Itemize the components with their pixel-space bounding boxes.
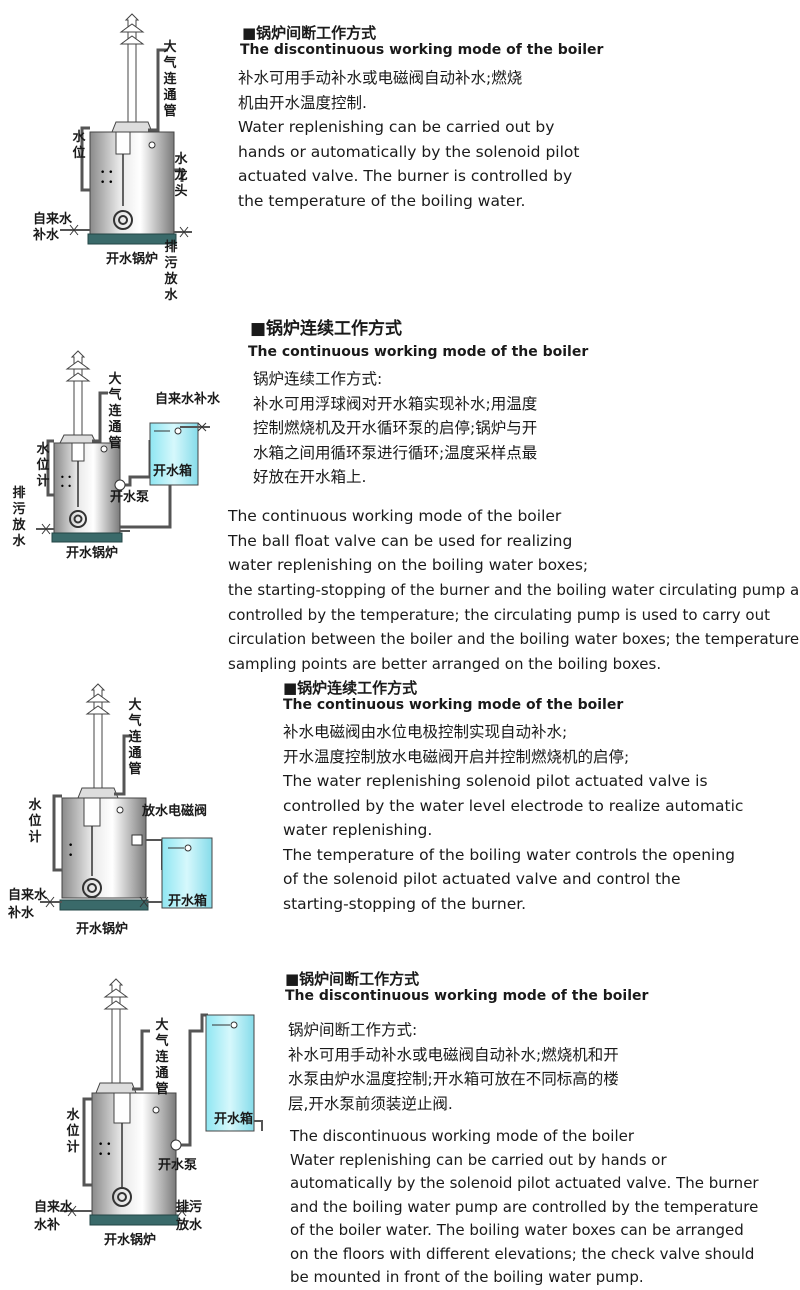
label-box: 开水箱 xyxy=(153,464,193,479)
text-line: The discontinuous working mode of the bo… xyxy=(290,1127,635,1145)
text-line: 锅炉间断工作方式: xyxy=(288,1021,418,1039)
label-box: 开水箱 xyxy=(168,894,208,909)
label-water-level: 水位 xyxy=(72,130,86,161)
section-heading: ■锅炉连续工作方式 xyxy=(250,319,403,339)
section-text: 补水可用手动补水或电磁阀自动补水;燃烧 机由开水温度控制. Water repl… xyxy=(238,66,579,213)
section-text-zh: 锅炉间断工作方式: 补水可用手动补水或电磁阀自动补水;燃烧机和开 水泵由炉水温度… xyxy=(288,1018,619,1116)
label-boiler: 开水锅炉 xyxy=(66,546,119,561)
label-boiler: 开水锅炉 xyxy=(106,252,159,267)
svg-text:• •: • • xyxy=(60,482,72,491)
label-water-gauge: 水位计 xyxy=(36,442,50,489)
svg-text:• •: • • xyxy=(98,1140,111,1150)
text-line: controlled by the temperature; the circu… xyxy=(228,605,770,624)
label-faucet: 水龙头 xyxy=(174,152,188,199)
text-line: Water replenishing can be carried out by xyxy=(238,118,555,136)
label-tap-supply-a: 自来水 xyxy=(34,1200,74,1215)
text-line: 水泵由炉水温度控制;开水箱可放在不同标高的楼 xyxy=(288,1070,619,1088)
text-line: water replenishing. xyxy=(283,821,433,839)
text-line: 好放在开水箱上. xyxy=(253,468,367,486)
text-line: 补水可用手动补水或电磁阀自动补水;燃烧机和开 xyxy=(288,1045,619,1064)
section-en-title: The discontinuous working mode of the bo… xyxy=(240,42,604,58)
section-en-title: The continuous working mode of the boile… xyxy=(283,697,624,713)
text-line: The temperature of the boiling water con… xyxy=(283,845,736,864)
text-line: controlled by the water level electrode … xyxy=(283,796,744,815)
section-heading: ■锅炉连续工作方式 xyxy=(283,679,418,697)
section-text: 补水电磁阀由水位电极控制实现自动补水; 开水温度控制放水电磁阀开启并控制燃烧机的… xyxy=(283,720,743,916)
svg-text:• •: • • xyxy=(60,473,72,482)
label-tap-supply-a: 自来水 xyxy=(8,888,48,903)
text-line: be mounted in front of the boiling water… xyxy=(290,1268,644,1286)
label-tap-supply: 自来水补水 xyxy=(33,212,73,243)
label-pump: 开水泵 xyxy=(110,490,150,505)
label-solenoid: 放水电磁阀 xyxy=(142,804,208,819)
text-line: 开水温度控制放水电磁阀开启并控制燃烧机的启停; xyxy=(283,747,630,766)
label-tap-supply-b: 水补 xyxy=(34,1218,61,1233)
text-line: sampling points are better arranged on t… xyxy=(228,654,662,673)
text-line: and the boiling water pump are controlle… xyxy=(290,1197,759,1216)
label-boiler: 开水锅炉 xyxy=(76,922,129,937)
svg-text:•: • xyxy=(68,841,73,851)
text-line: of the solenoid pilot actuated valve and… xyxy=(283,870,681,888)
svg-text:• •: • • xyxy=(100,168,113,178)
text-line: of the boiler water. The boiling water b… xyxy=(290,1221,744,1239)
text-line: hands or automatically by the solenoid p… xyxy=(238,142,580,161)
label-box: 开水箱 xyxy=(214,1112,254,1127)
text-line: 控制燃烧机及开水循环泵的启停;锅炉与开 xyxy=(253,419,538,437)
section-en-title: The continuous working mode of the boile… xyxy=(248,344,589,360)
text-line: The continuous working mode of the boile… xyxy=(228,507,562,525)
label-water-gauge: 水位计 xyxy=(28,798,42,845)
text-line: actuated valve. The burner is controlled… xyxy=(238,167,573,185)
boiler-diagram-1: • •• • xyxy=(60,13,192,245)
label-drain: 排污放水 xyxy=(12,486,26,549)
boiler-diagram-4: • •• • xyxy=(60,978,263,1226)
text-line: 锅炉连续工作方式: xyxy=(253,370,383,388)
label-boiler: 开水锅炉 xyxy=(104,1233,157,1248)
text-line: 水箱之间用循环泵进行循环;温度采样点最 xyxy=(253,443,538,462)
section-en-title: The discontinuous working mode of the bo… xyxy=(285,988,649,1004)
section-heading: ■锅炉间断工作方式 xyxy=(242,24,377,42)
text-line: 补水可用手动补水或电磁阀自动补水;燃烧 xyxy=(238,69,523,87)
section-text-en: The discontinuous working mode of the bo… xyxy=(290,1125,759,1290)
label-drain-a: 排污 xyxy=(176,1200,203,1215)
text-line: water replenishing on the boiling water … xyxy=(228,556,589,574)
section-heading: ■锅炉间断工作方式 xyxy=(285,970,420,988)
label-pump: 开水泵 xyxy=(158,1158,198,1173)
boiler-diagram-3: •• xyxy=(40,683,213,911)
text-line: 层,开水泵前须装逆止阀. xyxy=(288,1094,453,1113)
text-line: the temperature of the boiling water. xyxy=(238,191,526,210)
label-atm-pipe: 大气连通管 xyxy=(108,372,122,451)
svg-text:• •: • • xyxy=(100,178,113,188)
label-drain: 排污放水 xyxy=(164,240,178,303)
text-line: The ball float valve can be used for rea… xyxy=(228,531,573,550)
svg-text:• •: • • xyxy=(98,1150,111,1160)
text-line: the starting-stopping of the burner and … xyxy=(228,581,800,599)
label-tap-supply-b: 补水 xyxy=(8,906,35,921)
text-line: Water replenishing can be carried out by… xyxy=(290,1150,667,1169)
svg-text:•: • xyxy=(68,851,73,861)
text-line: The water replenishing solenoid pilot ac… xyxy=(283,772,708,790)
boiler-diagram-2: • •• • xyxy=(36,350,210,543)
label-tap-supply: 自来水补水 xyxy=(155,392,221,407)
section-text-en: The continuous working mode of the boile… xyxy=(228,504,588,578)
label-atm-pipe: 大气连通管 xyxy=(163,40,177,119)
label-atm-pipe: 大气连通管 xyxy=(155,1018,169,1097)
label-drain-b: 放水 xyxy=(176,1218,203,1233)
label-water-gauge: 水位计 xyxy=(66,1108,80,1155)
text-line: 补水可用浮球阀对开水箱实现补水;用温度 xyxy=(253,394,538,413)
text-line: starting-stopping of the burner. xyxy=(283,894,527,913)
text-line: 补水电磁阀由水位电极控制实现自动补水; xyxy=(283,723,568,741)
text-line: 机由开水温度控制. xyxy=(238,93,367,112)
section-text-zh: 锅炉连续工作方式: 补水可用浮球阀对开水箱实现补水;用温度 控制燃烧机及开水循环… xyxy=(253,367,537,490)
label-atm-pipe: 大气连通管 xyxy=(128,698,142,777)
text-line: circulation between the boiler and the b… xyxy=(228,630,800,648)
text-line: on the floors with different elevations;… xyxy=(290,1244,755,1263)
section-text-en-wide: the starting-stopping of the burner and … xyxy=(228,578,800,676)
text-line: automatically by the solenoid pilot actu… xyxy=(290,1174,759,1192)
